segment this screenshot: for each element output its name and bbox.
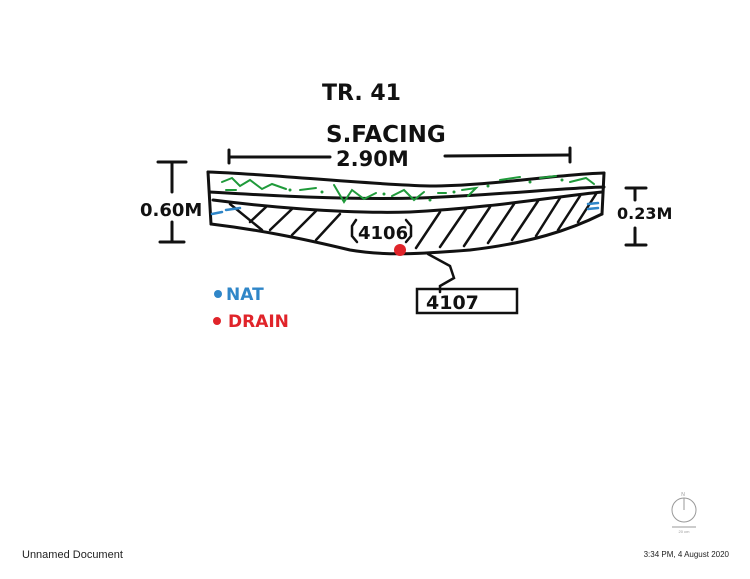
legend-drain-dot xyxy=(213,317,221,325)
legend-nat-dot xyxy=(214,290,222,298)
scale-label: 20 cm xyxy=(679,529,691,534)
document-name: Unnamed Document xyxy=(22,549,123,561)
document-timestamp: 3:34 PM, 4 August 2020 xyxy=(643,550,729,559)
trench-title: TR. 41 xyxy=(322,81,401,106)
fill-hatching xyxy=(228,192,598,250)
compass-north-label: N xyxy=(681,492,685,498)
right-height-dimension xyxy=(624,186,648,247)
topsoil-dots xyxy=(288,178,564,202)
left-height-dimension xyxy=(156,160,188,244)
legend-nat-label: NAT xyxy=(226,285,264,305)
legend: NAT DRAIN xyxy=(213,285,289,332)
natural-marks xyxy=(210,201,600,216)
compass-widget: N 20 cm xyxy=(671,492,697,534)
left-height-label: 0.60M xyxy=(140,200,202,221)
context-4106-label: 4106 xyxy=(358,223,408,244)
topsoil-marks xyxy=(221,175,595,204)
context-4106-bracket xyxy=(350,218,413,244)
right-height-label: 0.23M xyxy=(617,204,672,223)
width-dimension xyxy=(227,146,572,165)
context-4107-label: 4107 xyxy=(426,292,479,314)
facing-label: S.FACING xyxy=(326,122,446,148)
context-4107-box xyxy=(415,287,519,315)
drain-sample-marker xyxy=(394,244,406,256)
context-4107-leader xyxy=(426,252,456,294)
legend-drain-label: DRAIN xyxy=(228,312,289,332)
width-label: 2.90M xyxy=(336,147,409,171)
